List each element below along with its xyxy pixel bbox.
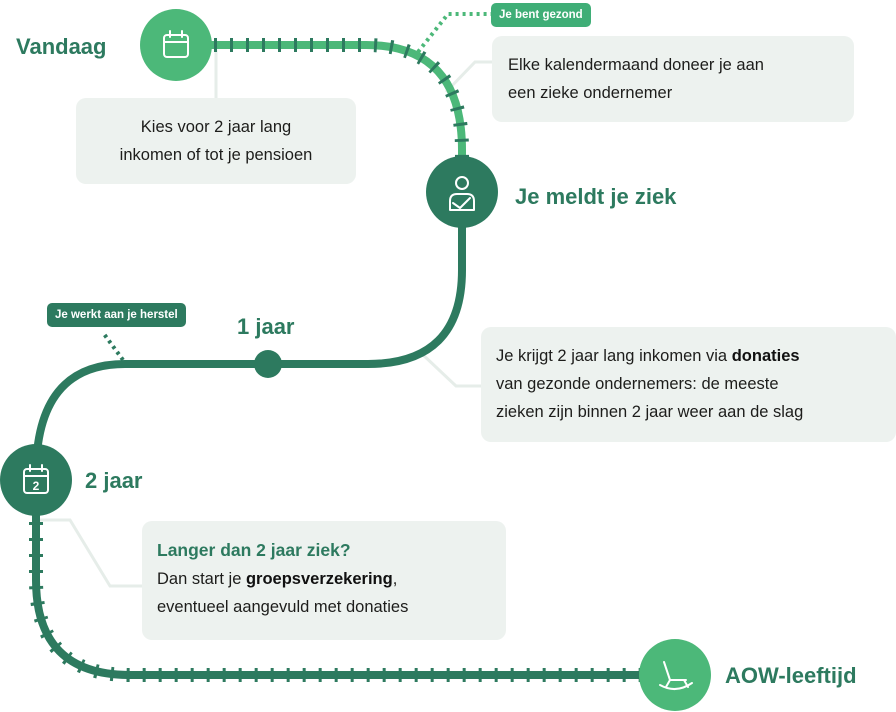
card-donate-line1: Elke kalendermaand doneer je aan (508, 56, 764, 74)
node-today (140, 9, 212, 81)
card-longer-title: Langer dan 2 jaar ziek? (157, 540, 351, 560)
dotted-pointers (102, 12, 492, 362)
calendar-2-icon (23, 464, 49, 494)
card-longer-line1-post: , (392, 570, 398, 588)
card-choose-line2: inkomen of tot je pensioen (119, 146, 313, 164)
node-year2 (0, 444, 72, 516)
node-sick (426, 156, 498, 228)
milestone-today: Vandaag (16, 34, 107, 59)
milestone-year1: 1 jaar (237, 314, 295, 339)
injured-person-icon (449, 176, 475, 211)
card-income-line1: Je krijgt 2 jaar lang inkomen via donati… (496, 342, 896, 370)
badge-healthy: Je bent gezond (491, 3, 591, 27)
calendar-day-number: 2 (33, 479, 40, 493)
timeline-insured-segment (32, 480, 675, 679)
card-longer-line1: Dan start je groepsverzekering, (157, 565, 506, 593)
card-income-line1-text: Je krijgt 2 jaar lang inkomen via (496, 347, 732, 365)
milestone-year2: 2 jaar (85, 468, 143, 493)
card-choose-line1: Kies voor 2 jaar lang (140, 118, 292, 136)
card-longer-line2: eventueel aangevuld met donaties (157, 598, 409, 616)
timeline-healthy-segment (176, 41, 466, 192)
card-income-donations: Je krijgt 2 jaar lang inkomen via donati… (481, 327, 896, 442)
timeline-sick-segment (32, 192, 466, 476)
card-monthly-donation: Elke kalendermaand doneer je aan een zie… (492, 36, 854, 122)
calendar-icon (163, 30, 189, 58)
card-longer-line1-text: Dan start je (157, 570, 246, 588)
rocking-chair-icon (659, 661, 693, 690)
milestone-aow: AOW-leeftijd (725, 663, 857, 688)
node-aow (639, 639, 711, 711)
card-income-line2: van gezonde ondernemers: de meeste (496, 375, 779, 393)
node-year1 (254, 350, 282, 378)
card-choose-income: Kies voor 2 jaar lang inkomen of tot je … (76, 98, 356, 184)
card-donate-line2: een zieke ondernemer (508, 84, 673, 102)
badge-recovering: Je werkt aan je herstel (47, 303, 186, 327)
milestone-sick: Je meldt je ziek (515, 184, 677, 209)
card-longer-line1-bold: groepsverzekering (245, 570, 393, 588)
card-longer-sick: Langer dan 2 jaar ziek? Dan start je gro… (142, 521, 506, 640)
card-income-line1-bold: donaties (731, 347, 800, 365)
connector-lines (40, 50, 492, 588)
card-income-line3: zieken zijn binnen 2 jaar weer aan de sl… (496, 403, 804, 421)
